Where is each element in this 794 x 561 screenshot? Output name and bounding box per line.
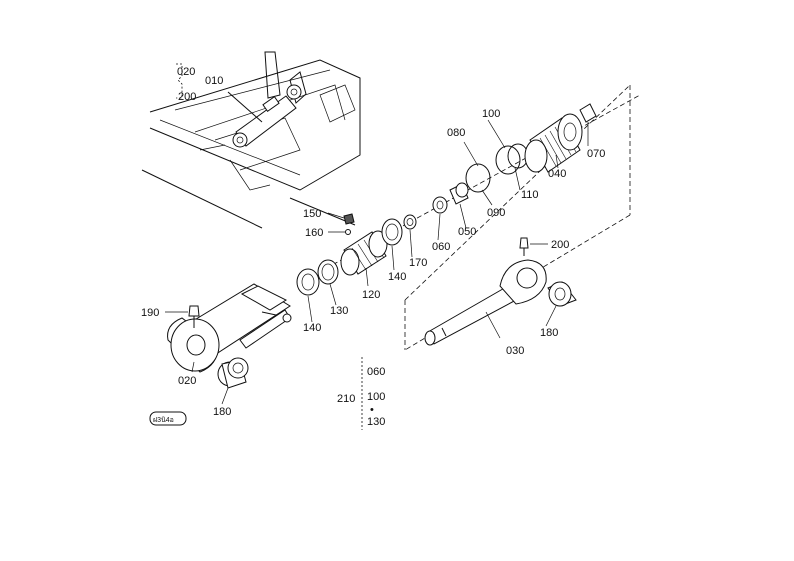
part-050-bushing bbox=[449, 182, 469, 205]
callout-120: 120 bbox=[362, 289, 380, 301]
callout-060: 060 bbox=[432, 241, 450, 253]
callout-080: 080 bbox=[447, 127, 465, 139]
callout-180-lower: 180 bbox=[213, 406, 231, 418]
callout-110: 110 bbox=[521, 189, 539, 201]
callout-010: 010 bbox=[205, 75, 223, 87]
inset-divider-line-2 bbox=[289, 197, 356, 226]
part-030-piston-rod bbox=[424, 259, 547, 346]
part-140-seal-upper bbox=[381, 218, 403, 246]
callout-020: 020 bbox=[177, 66, 195, 78]
kit-separator: • bbox=[370, 404, 374, 416]
bracket-020-200 bbox=[176, 63, 183, 99]
callout-200: 200 bbox=[178, 91, 196, 103]
callout-130: 130 bbox=[330, 305, 348, 317]
leader-010 bbox=[227, 91, 263, 123]
leader-lines bbox=[165, 119, 589, 405]
callout-100: 100 bbox=[482, 108, 500, 120]
part-040-cylinder-head bbox=[524, 113, 583, 173]
part-140-seal-lower bbox=[296, 268, 320, 296]
callout-150: 150 bbox=[303, 208, 321, 220]
part-100-o-ring bbox=[495, 145, 521, 175]
kit-210-group: 210 060 100 • 130 bbox=[337, 366, 385, 428]
stamp-badge: ฝ3นิ4อ bbox=[149, 411, 187, 426]
callout-170: 170 bbox=[409, 257, 427, 269]
kit-item-060: 060 bbox=[367, 366, 385, 378]
part-060-collar bbox=[432, 196, 448, 214]
sub-assembly-frame bbox=[404, 84, 631, 350]
part-180-bushing-lower bbox=[217, 357, 249, 389]
callout-070: 070 bbox=[587, 148, 605, 160]
part-160-washer bbox=[345, 229, 351, 235]
callout-140-upper: 140 bbox=[388, 271, 406, 283]
inset-divider-line bbox=[141, 169, 263, 229]
callout-190: 190 bbox=[141, 307, 159, 319]
part-130-ring bbox=[317, 259, 339, 285]
kit-item-130: 130 bbox=[367, 416, 385, 428]
callout-050: 050 bbox=[458, 226, 476, 238]
part-190-grease-nipple bbox=[188, 305, 200, 328]
callout-180-upper: 180 bbox=[540, 327, 558, 339]
part-120-piston bbox=[340, 230, 388, 276]
part-170-washer bbox=[403, 214, 417, 230]
part-080-o-ring bbox=[465, 163, 491, 193]
kit-item-100: 100 bbox=[367, 391, 385, 403]
part-020-cylinder-tube bbox=[167, 283, 292, 373]
stamp-text: ฝ3นิ4อ bbox=[153, 416, 174, 424]
callout-200-upper: 200 bbox=[551, 239, 569, 251]
part-180-bushing-upper bbox=[547, 281, 577, 307]
callout-040: 040 bbox=[548, 168, 566, 180]
part-070-nut bbox=[579, 103, 597, 123]
callout-090: 090 bbox=[487, 207, 505, 219]
callout-160: 160 bbox=[305, 227, 323, 239]
callout-030: 030 bbox=[506, 345, 524, 357]
sub-assembly-frame-2 bbox=[404, 85, 631, 351]
part-150-nut bbox=[343, 213, 355, 225]
kit-label-210: 210 bbox=[337, 393, 355, 405]
part-200-grease-nipple bbox=[519, 237, 529, 256]
callout-labels: 020 200 010 080 100 040 070 110 090 050 … bbox=[141, 66, 605, 418]
tractor-inset-illustration bbox=[149, 51, 361, 191]
callout-020-lower: 020 bbox=[178, 375, 196, 387]
callout-140-lower: 140 bbox=[303, 322, 321, 334]
